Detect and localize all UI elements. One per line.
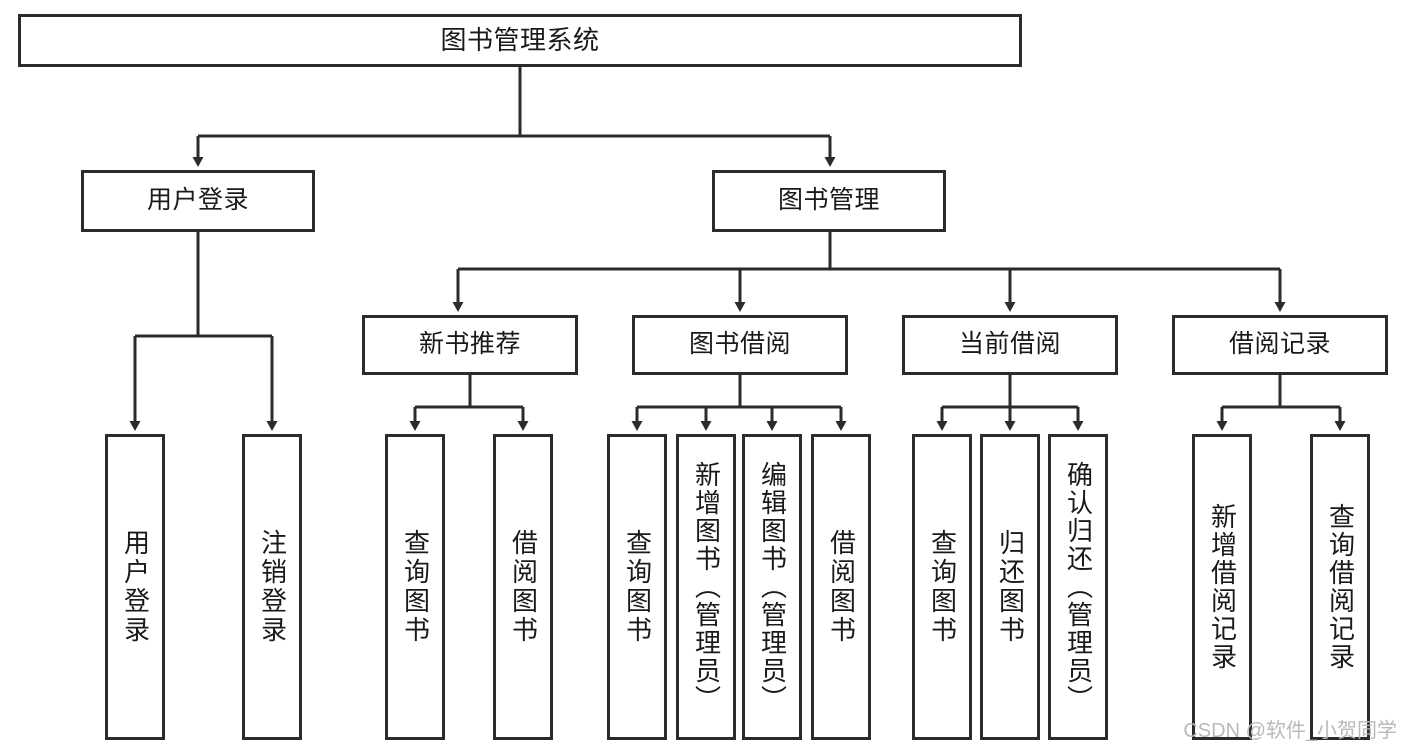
leaf-book-borrow-edit[interactable]: 编辑图书（管理员） (742, 434, 802, 740)
node-label: 确认归还（管理员） (1063, 461, 1094, 713)
leaf-user-login-logout[interactable]: 注销登录 (242, 434, 302, 740)
node-label: 新书推荐 (418, 330, 521, 359)
leaf-current-borrow-query[interactable]: 查询图书 (912, 434, 972, 740)
node-new-book-recommend[interactable]: 新书推荐 (362, 315, 578, 375)
leaf-borrow-record-query[interactable]: 查询借阅记录 (1310, 434, 1370, 740)
leaf-book-borrow-add[interactable]: 新增图书（管理员） (676, 434, 736, 740)
node-user-login[interactable]: 用户登录 (81, 170, 315, 232)
node-borrow-record[interactable]: 借阅记录 (1172, 315, 1388, 375)
leaf-new-book-query[interactable]: 查询图书 (385, 434, 445, 740)
leaf-new-book-borrow[interactable]: 借阅图书 (493, 434, 553, 740)
leaf-current-borrow-confirm[interactable]: 确认归还（管理员） (1048, 434, 1108, 740)
node-label: 用户登录 (120, 529, 151, 645)
csdn-watermark: CSDN @软件_小贺同学 (1183, 720, 1397, 742)
node-label: 图书管理 (777, 186, 880, 215)
node-label: 借阅记录 (1228, 330, 1331, 359)
node-label: 注销登录 (257, 529, 288, 645)
node-label: 当前借阅 (958, 330, 1061, 359)
leaf-current-borrow-return[interactable]: 归还图书 (980, 434, 1040, 740)
node-current-borrow[interactable]: 当前借阅 (902, 315, 1118, 375)
leaf-borrow-record-add[interactable]: 新增借阅记录 (1192, 434, 1252, 740)
leaf-user-login-login[interactable]: 用户登录 (105, 434, 165, 740)
node-label: 查询借阅记录 (1325, 503, 1356, 671)
node-label: 编辑图书（管理员） (757, 461, 788, 713)
node-label: 借阅图书 (508, 529, 539, 645)
node-label: 查询图书 (400, 529, 431, 645)
node-label: 查询图书 (927, 529, 958, 645)
node-label: 归还图书 (995, 529, 1026, 645)
node-book-management[interactable]: 图书管理 (712, 170, 946, 232)
node-label: 借阅图书 (826, 529, 857, 645)
node-label: 图书借阅 (688, 330, 791, 359)
node-label: 图书管理系统 (440, 25, 600, 56)
node-label: 用户登录 (146, 186, 249, 215)
node-label: 查询图书 (622, 529, 653, 645)
node-label: 新增借阅记录 (1207, 503, 1238, 671)
node-label: 新增图书（管理员） (691, 461, 722, 713)
leaf-book-borrow-query[interactable]: 查询图书 (607, 434, 667, 740)
node-book-borrow[interactable]: 图书借阅 (632, 315, 848, 375)
leaf-book-borrow-borrow[interactable]: 借阅图书 (811, 434, 871, 740)
node-root-system[interactable]: 图书管理系统 (18, 14, 1022, 67)
